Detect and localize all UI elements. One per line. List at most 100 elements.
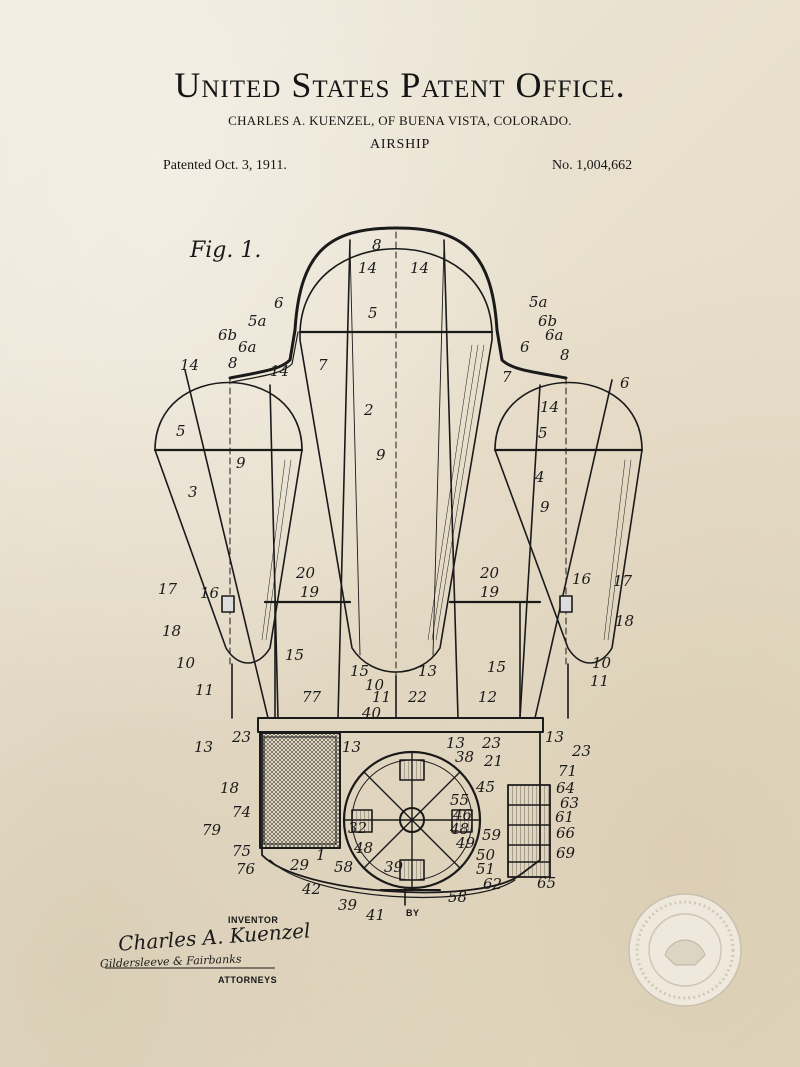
ref-numeral: 45 — [475, 778, 495, 796]
ref-numeral: 64 — [556, 779, 575, 797]
ref-numeral: 79 — [202, 821, 222, 839]
ref-numeral: 20 — [295, 564, 316, 582]
figure-caption: Fig. 1. — [189, 238, 261, 263]
ref-numeral: 6 — [274, 294, 284, 312]
ref-numeral: 46 — [452, 806, 473, 824]
ref-numeral: 76 — [236, 860, 256, 878]
ref-numeral: 17 — [158, 580, 178, 598]
patent-subject: AIRSHIP — [369, 137, 431, 152]
ref-numeral: 6 — [520, 338, 530, 356]
ref-numeral: 51 — [476, 860, 495, 878]
ref-numeral: 55 — [450, 791, 469, 809]
ref-numeral: 18 — [220, 779, 239, 797]
ref-numeral: 10 — [365, 676, 385, 694]
ref-numeral: 7 — [502, 368, 512, 386]
by-label: BY — [406, 908, 420, 918]
ref-numeral: 11 — [195, 681, 214, 699]
ref-numeral: 12 — [478, 688, 497, 706]
ref-numeral: 48 — [449, 820, 469, 838]
ref-numeral: 39 — [384, 858, 404, 876]
ref-numeral: 14 — [270, 362, 289, 380]
ref-numeral: 21 — [483, 752, 503, 770]
ref-numeral: 6b — [538, 312, 557, 330]
right-balloon — [494, 381, 643, 664]
ref-numeral: 16 — [572, 570, 592, 588]
patented-date: Patented Oct. 3, 1911. — [163, 158, 287, 173]
ref-numeral: 13 — [342, 738, 361, 756]
ref-numeral: 1 — [316, 846, 326, 864]
ref-numeral: 18 — [162, 622, 181, 640]
ref-numeral: 58 — [448, 888, 467, 906]
ref-numeral: 65 — [537, 874, 556, 892]
ref-numeral: 23 — [571, 742, 591, 760]
ref-numeral: 8 — [372, 236, 382, 254]
ref-numeral: 15 — [487, 658, 506, 676]
inventor-line: CHARLES A. KUENZEL, OF BUENA VISTA, COLO… — [228, 113, 572, 128]
ref-numeral: 13 — [545, 728, 564, 746]
ref-numeral: 59 — [482, 826, 502, 844]
ref-numeral: 14 — [180, 356, 199, 374]
ref-numeral: 63 — [560, 794, 579, 812]
ref-numeral: 5a — [529, 293, 548, 311]
ref-numeral: 39 — [338, 896, 358, 914]
ref-numeral: 32 — [348, 819, 367, 837]
ref-numeral: 22 — [407, 688, 427, 706]
ref-numeral: 13 — [194, 738, 213, 756]
ref-numeral: 11 — [372, 688, 391, 706]
ref-numeral: 3 — [188, 483, 198, 501]
page-title: United States Patent Office. — [174, 65, 626, 105]
ref-numeral: 15 — [285, 646, 304, 664]
ref-numeral: 48 — [353, 839, 373, 857]
ref-numeral: 5 — [176, 422, 186, 440]
ref-numeral: 14 — [540, 398, 559, 416]
ref-numeral: 17 — [613, 572, 633, 590]
ref-numeral: 10 — [176, 654, 196, 672]
ref-numeral: 11 — [590, 672, 609, 690]
left-balloon — [154, 381, 303, 664]
ref-numeral: 8 — [560, 346, 570, 364]
ref-numeral: 29 — [289, 856, 310, 874]
inventor-label: INVENTOR — [228, 915, 279, 925]
ref-numeral: 8 — [228, 354, 238, 372]
ref-numeral: 9 — [540, 498, 550, 516]
ref-numeral: 4 — [534, 468, 545, 486]
ref-numeral: 50 — [476, 846, 496, 864]
ref-numeral: 6b — [218, 326, 237, 344]
ref-numeral: 23 — [231, 728, 251, 746]
engine-housing — [259, 732, 341, 849]
ref-numeral: 13 — [446, 734, 465, 752]
ref-numeral: 15 — [350, 662, 369, 680]
ref-numeral: 49 — [455, 834, 476, 852]
ref-numeral: 5 — [368, 304, 378, 322]
ref-numeral: 75 — [232, 842, 251, 860]
ref-numeral: 20 — [479, 564, 500, 582]
ref-numeral: 13 — [418, 662, 437, 680]
ref-numeral: 61 — [555, 808, 574, 826]
ref-numeral: 6a — [545, 326, 564, 344]
gondola-deck — [257, 717, 544, 733]
ref-numeral: 7 — [318, 356, 328, 374]
ref-numeral: 69 — [556, 844, 576, 862]
ref-numeral: 62 — [483, 875, 502, 893]
ref-numeral: 19 — [480, 583, 500, 601]
ref-numeral: 5a — [248, 312, 267, 330]
ref-numeral: 42 — [301, 880, 321, 898]
ref-numeral: 6a — [238, 338, 257, 356]
ref-numeral: 9 — [376, 446, 386, 464]
ref-numeral: 9 — [236, 454, 246, 472]
ref-numeral: 40 — [361, 704, 382, 722]
ref-numeral: 74 — [232, 803, 251, 821]
ref-numeral: 23 — [481, 734, 501, 752]
ref-numeral: 14 — [410, 259, 429, 277]
ref-numeral: 16 — [200, 584, 220, 602]
ref-numeral: 14 — [358, 259, 377, 277]
ref-numeral: 66 — [556, 824, 576, 842]
ref-numeral: 18 — [615, 612, 634, 630]
seal-emblem — [628, 893, 742, 1007]
ref-numeral: 71 — [558, 762, 577, 780]
patent-number: No. 1,004,662 — [552, 158, 633, 173]
attorneys-label: ATTORNEYS — [218, 975, 278, 985]
ref-numeral: 41 — [365, 906, 385, 924]
ref-numeral: 5 — [538, 424, 548, 442]
